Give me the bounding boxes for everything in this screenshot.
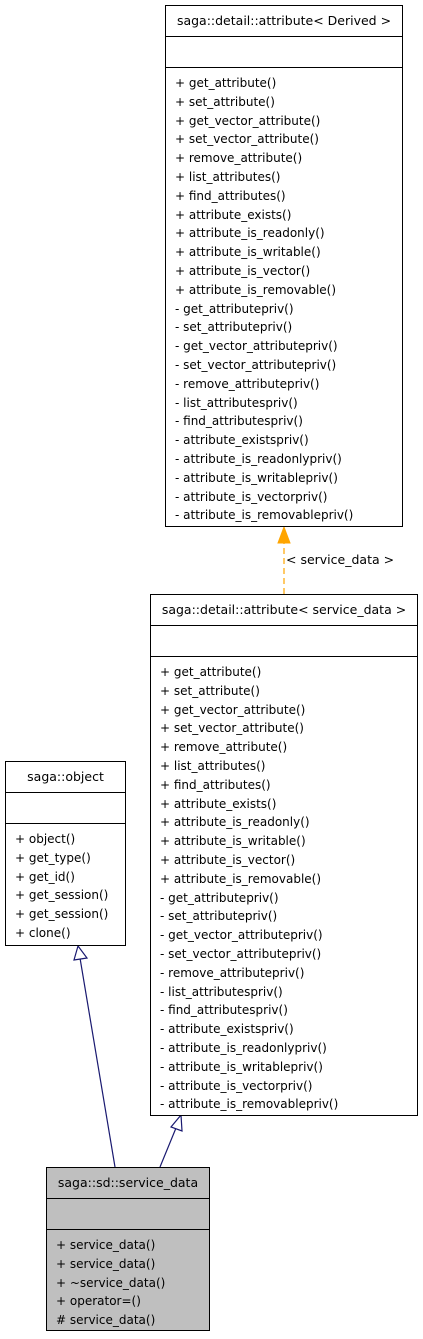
method-item: - set_attributepriv() [175,320,293,335]
method-item: - list_attributespriv() [175,395,298,410]
method-item: - list_attributespriv() [160,984,283,999]
method-item: - attribute_existspriv() [160,1022,294,1037]
class-methods-compartment: + object() + get_type() + get_id() + get_se… [6,824,125,943]
method-item: + attribute_is_readonly() [175,226,325,241]
method-item: + ~service_data() [56,1275,166,1290]
method-item: + set_attribute() [175,94,275,109]
method-item: + attribute_exists() [160,796,277,811]
method-item: - find_attributespriv() [175,414,303,429]
method-item: - get_attributepriv() [160,890,279,905]
class-title: saga::sd::service_data [47,1168,209,1199]
inheritance-edge-object [79,957,116,1168]
method-item: + operator=() [56,1294,141,1309]
method-item: + find_attributes() [175,188,286,203]
method-item: + clone() [15,925,71,940]
inheritance-edge-attribute [159,1127,177,1168]
method-item: # service_data() [56,1313,156,1328]
method-item: - get_vector_attributepriv() [160,928,323,943]
method-item: + get_attribute() [175,76,277,90]
method-item: + get_session() [15,888,109,903]
class-title: saga::detail::attribute< service_data > [151,595,417,626]
class-attributes-compartment [47,1199,209,1230]
method-item: - set_vector_attributepriv() [175,357,337,372]
method-item: + list_attributes() [160,758,266,773]
method-item: + object() [15,832,76,846]
inheritance-arrowhead-attribute [169,1113,183,1132]
method-item: + attribute_is_removable() [175,282,337,297]
method-item: + get_type() [15,850,91,865]
method-item: - get_vector_attributepriv() [175,339,338,354]
method-item: - attribute_is_writablepriv() [175,470,338,485]
method-item: + set_vector_attribute() [175,132,319,147]
method-item: - remove_attributepriv() [160,965,305,980]
class-attributes-compartment [166,37,402,68]
method-item: - set_attributepriv() [160,909,278,924]
method-item: + attribute_is_writable() [175,245,321,260]
method-item: + get_session() [15,907,109,922]
class-attributes-compartment [151,626,417,657]
method-item: + service_data() [56,1256,156,1271]
class-attribute-template: saga::detail::attribute< Derived > + get… [165,5,403,527]
method-item: + attribute_is_readonly() [160,815,310,830]
method-item: - attribute_is_readonlypriv() [160,1040,327,1055]
method-item: - remove_attributepriv() [175,376,320,391]
method-item: + find_attributes() [160,777,271,792]
method-item: + attribute_is_writable() [160,834,306,849]
method-item: + attribute_is_vector() [175,263,311,278]
method-item: - attribute_is_writablepriv() [160,1059,323,1074]
method-item: - set_vector_attributepriv() [160,946,322,961]
method-item: + get_attribute() [160,665,262,679]
class-service-data: saga::sd::service_data + service_data()+… [46,1167,210,1331]
inheritance-arrowhead-object [73,944,89,961]
template-binding-arrowhead [277,525,291,544]
method-item: - attribute_is_vectorpriv() [160,1078,313,1093]
method-item: + attribute_is_vector() [160,852,296,867]
class-methods-compartment: + service_data() + service_data() + ~servi… [47,1230,209,1330]
method-item: + attribute_exists() [175,207,292,222]
method-item: + get_vector_attribute() [175,113,321,128]
method-item: - attribute_is_removablepriv() [175,508,354,523]
method-item: - attribute_existspriv() [175,433,309,448]
class-attributes-compartment [6,793,125,824]
class-attribute-service-data: saga::detail::attribute< service_data > … [150,594,418,1116]
method-item: + list_attributes() [175,169,281,184]
class-methods-compartment: + get_attribute() + set_attribute() + get_… [151,657,417,1114]
method-item: + service_data() [56,1238,156,1252]
method-item: + get_vector_attribute() [160,702,306,717]
class-title: saga::detail::attribute< Derived > [166,6,402,37]
method-item: + get_id() [15,869,75,884]
method-item: - get_attributepriv() [175,301,294,316]
method-item: + remove_attribute() [175,151,303,166]
method-item: + set_attribute() [160,683,260,698]
method-item: + attribute_is_removable() [160,871,322,886]
method-item: - attribute_is_vectorpriv() [175,489,328,504]
method-item: + remove_attribute() [160,740,288,755]
method-item: - attribute_is_removablepriv() [160,1097,339,1112]
method-item: + set_vector_attribute() [160,721,304,736]
class-methods-compartment: + get_attribute() + set_attribute() + get_… [166,68,402,525]
method-item: - find_attributespriv() [160,1003,288,1018]
class-saga-object: saga::object + object()+ get_type()+ get… [5,761,126,946]
method-item: - attribute_is_readonlypriv() [175,451,342,466]
template-binding-label: < service_data > [286,552,395,567]
class-title: saga::object [6,762,125,793]
